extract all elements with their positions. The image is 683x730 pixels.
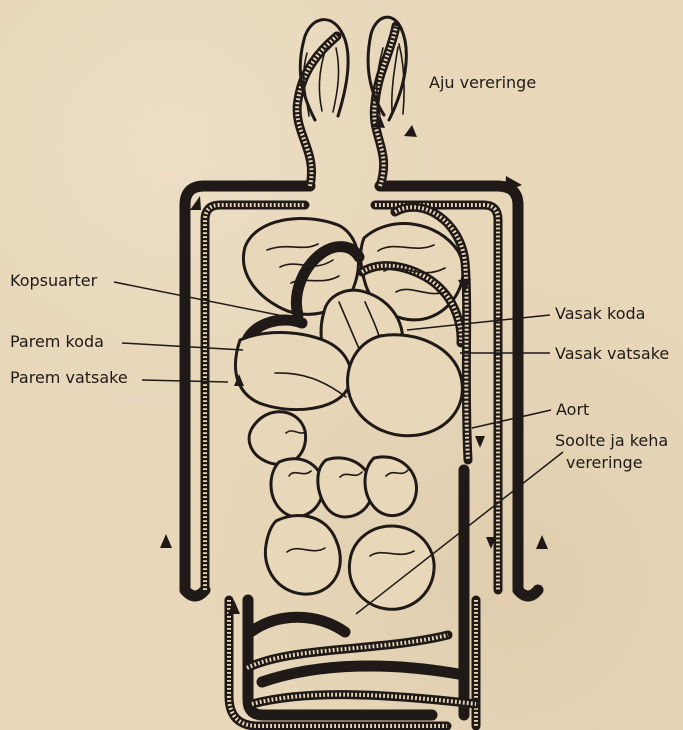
label-right-atrium: Parem koda (10, 332, 104, 351)
leader-right-ventricle (142, 380, 228, 382)
brain-vessel-left (297, 36, 337, 186)
intestines-lower (265, 515, 340, 594)
intestines-loop-1 (271, 459, 323, 517)
leader-aorta (472, 410, 551, 428)
intestines-upper (249, 412, 306, 465)
label-aorta: Aort (556, 400, 589, 419)
lower-connection-3 (262, 666, 464, 682)
label-left-ventricle: Vasak vatsake (555, 344, 669, 363)
intestines-loop-3 (365, 457, 416, 516)
liver (235, 333, 351, 410)
stomach (348, 335, 463, 436)
label-brain-circulation: Aju vereringe (429, 73, 536, 92)
label-left-atrium: Vasak koda (555, 304, 645, 323)
label-right-ventricle: Parem vatsake (10, 368, 128, 387)
label-intestine-body-circulation-line2: vereringe (566, 453, 643, 472)
lower-connection-1 (248, 617, 345, 634)
label-pulmonary-artery: Kopsuarter (10, 271, 98, 290)
label-intestine-body-circulation-line1: Soolte ja keha (555, 431, 668, 450)
vessel-right-branch (518, 590, 538, 596)
intestines-right-lower (349, 526, 434, 609)
